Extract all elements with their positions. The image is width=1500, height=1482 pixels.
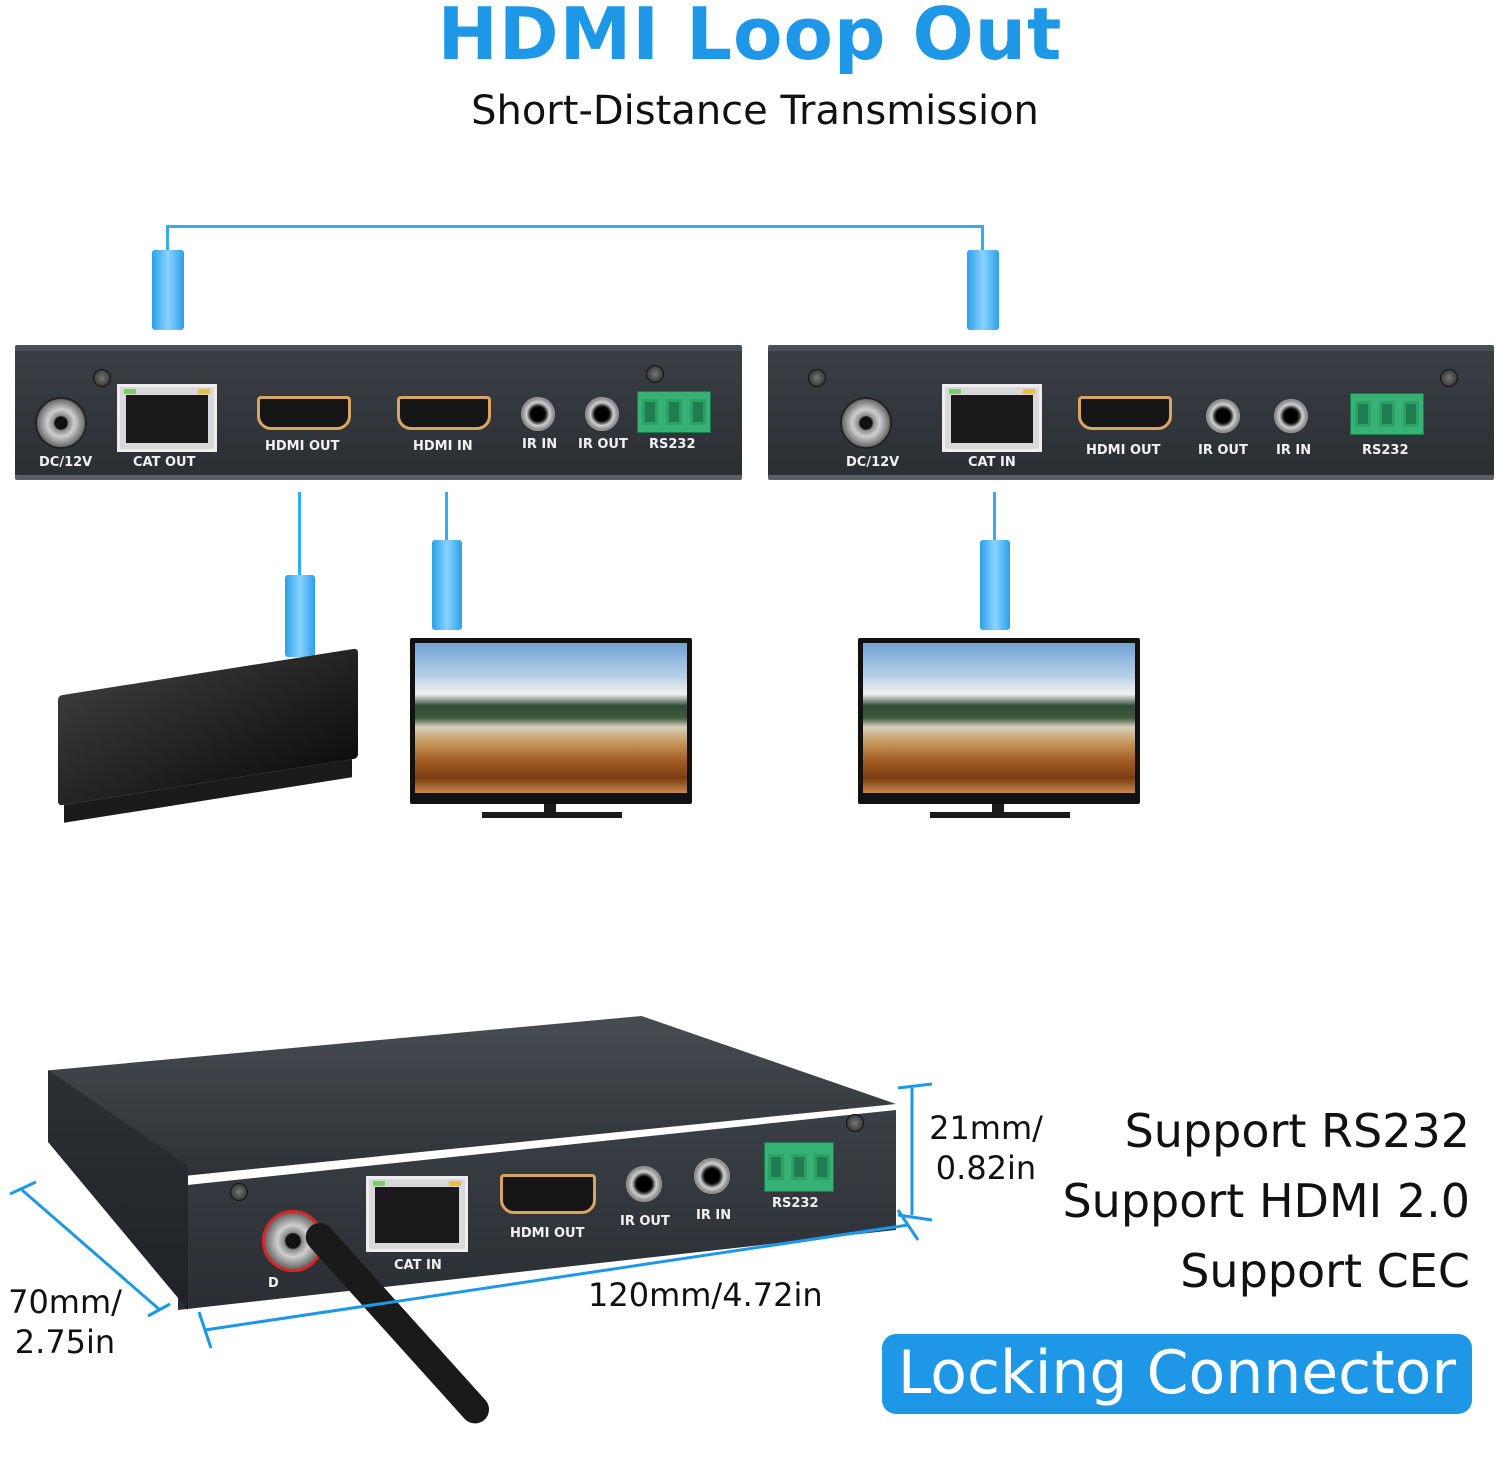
transmitter-panel: DC/12V CAT OUT HDMI OUT HDMI IN IR IN IR… — [15, 345, 742, 480]
ethernet-port-icon — [117, 384, 217, 452]
ethernet-port-icon — [942, 384, 1042, 452]
hdmi-cable — [298, 492, 301, 582]
ir-in-jack-icon — [694, 1158, 730, 1194]
feature-hdmi20: Support HDMI 2.0 — [1062, 1174, 1470, 1228]
rs232-terminal-icon — [637, 391, 711, 433]
screw-icon — [646, 365, 664, 383]
locking-connector-badge: Locking Connector — [882, 1334, 1472, 1414]
hdmi-plug-icon — [285, 575, 315, 657]
dc-power-port-icon — [840, 397, 892, 449]
tv-icon — [858, 638, 1140, 804]
hdmi-cable — [993, 492, 996, 544]
ir-out-jack-icon — [585, 397, 619, 431]
dimension-lines — [9, 1082, 933, 1349]
label-ir-in: IR IN — [1276, 443, 1312, 458]
label-cat-in: CAT IN — [968, 455, 1016, 470]
label-hdmi-in: HDMI IN — [413, 439, 473, 454]
label-cat-in: CAT IN — [394, 1258, 442, 1273]
hdmi-in-port-icon — [397, 396, 491, 430]
page-subtitle: Short-Distance Transmission — [471, 88, 1039, 134]
label-ir-out: IR OUT — [620, 1214, 670, 1229]
hdmi-plug-icon — [432, 540, 462, 630]
tv-stand — [482, 812, 622, 818]
media-player-box — [58, 648, 358, 806]
feature-rs232: Support RS232 — [1124, 1104, 1470, 1158]
feature-cec: Support CEC — [1180, 1244, 1470, 1298]
hdmi-out-port-icon — [257, 396, 351, 430]
label-ir-out: IR OUT — [1198, 443, 1248, 458]
tv-stand — [544, 804, 556, 814]
hdmi-out-port-icon — [500, 1174, 596, 1214]
label-ir-in: IR IN — [522, 437, 558, 452]
ir-in-jack-icon — [521, 397, 555, 431]
rj45-plug-right-icon — [967, 250, 999, 330]
rj45-plug-left-icon — [152, 250, 184, 330]
screw-icon — [808, 369, 826, 387]
hdmi-cable — [445, 492, 448, 544]
screw-icon — [230, 1183, 248, 1201]
ir-out-jack-icon — [626, 1166, 662, 1202]
screw-icon — [846, 1114, 864, 1132]
tv-stand — [930, 812, 1070, 818]
label-hdmi-out: HDMI OUT — [510, 1226, 585, 1241]
hdmi-plug-icon — [980, 540, 1010, 630]
label-rs232: RS232 — [772, 1196, 819, 1211]
ethernet-port-icon — [366, 1176, 468, 1252]
label-dc12v: DC/12V — [39, 455, 93, 470]
label-ir-in: IR IN — [696, 1208, 732, 1223]
label-cat-out: CAT OUT — [133, 455, 196, 470]
label-hdmi-out: HDMI OUT — [1086, 443, 1161, 458]
rs232-terminal-icon — [1350, 393, 1424, 435]
rs232-terminal-icon — [764, 1142, 834, 1192]
label-rs232: RS232 — [649, 437, 696, 452]
network-cable-left-drop — [166, 225, 169, 255]
tv-stand — [992, 804, 1004, 814]
label-hdmi-out: HDMI OUT — [265, 439, 340, 454]
network-cable — [166, 225, 984, 228]
ir-out-jack-icon — [1206, 399, 1240, 433]
page-title: HDMI Loop Out — [437, 0, 1063, 76]
hdmi-out-port-icon — [1078, 396, 1172, 430]
label-dc12v: DC/12V — [846, 455, 900, 470]
ir-in-jack-icon — [1274, 399, 1308, 433]
dim-height: 21mm/ 0.82in — [929, 1109, 1043, 1187]
receiver-panel: DC/12V CAT IN HDMI OUT IR OUT IR IN RS23… — [768, 345, 1494, 480]
tv-icon — [410, 638, 692, 804]
screw-icon — [1440, 369, 1458, 387]
label-ir-out: IR OUT — [578, 437, 628, 452]
dc-power-port-icon — [35, 397, 87, 449]
dim-depth: 70mm/ 2.75in — [8, 1283, 122, 1361]
screw-icon — [93, 369, 111, 387]
dim-length: 120mm/4.72in — [588, 1276, 823, 1314]
network-cable-right-drop — [981, 225, 984, 255]
label-dc-partial: D — [268, 1276, 279, 1291]
label-rs232: RS232 — [1362, 443, 1409, 458]
